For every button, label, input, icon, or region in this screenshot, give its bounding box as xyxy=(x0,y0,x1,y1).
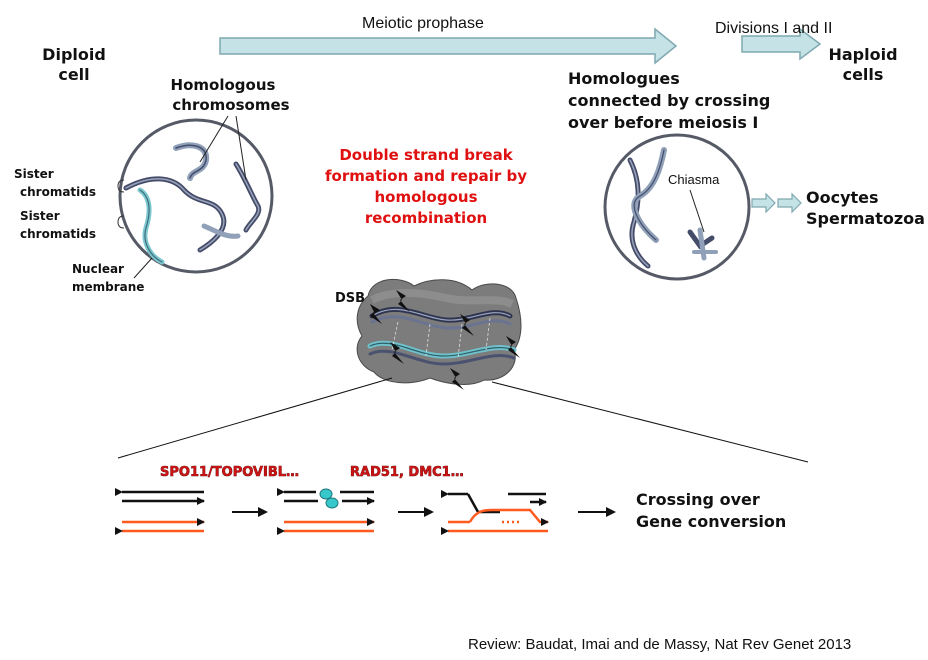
crossing-over-label: Crossing over xyxy=(636,490,760,509)
duplex-stage-2 xyxy=(277,488,375,535)
sister-chromatids-2-line1: Sister xyxy=(20,209,60,223)
homologous-pointer-lines xyxy=(199,115,247,181)
haploid-label-line2: cells xyxy=(843,65,884,84)
dsb-repair-line2: formation and repair by xyxy=(325,167,527,185)
divisions-arrow xyxy=(741,27,822,61)
dsb-repair-line1: Double strand break xyxy=(339,146,513,164)
dsb-label: DSB xyxy=(335,291,365,306)
rad51-label: RAD51, DMC1… xyxy=(350,465,464,480)
chiasma-pointer xyxy=(689,189,705,233)
spermatozoa-label: Spermatozoa xyxy=(806,209,925,228)
dsb-repair-line3: homologous xyxy=(374,188,477,206)
sister-brace-2 xyxy=(117,215,125,229)
nuclear-membrane-line2: membrane xyxy=(72,280,144,294)
duplex-stage-1 xyxy=(115,488,205,535)
gamete-arrow-2 xyxy=(777,192,802,214)
haploid-label-line1: Haploid xyxy=(828,45,897,64)
dsb-chromatin-blob xyxy=(356,278,522,390)
nuclear-membrane-line1: Nuclear xyxy=(72,262,124,276)
gene-conversion-label: Gene conversion xyxy=(636,512,786,531)
sister-brace-1 xyxy=(117,179,125,193)
homologous-label-line1: Homologous xyxy=(171,76,276,94)
nuclear-membrane-pointer xyxy=(133,257,153,279)
prophase-arrow xyxy=(219,27,678,65)
chiasma-nucleus xyxy=(603,133,751,281)
homologues-line1: Homologues xyxy=(568,69,680,88)
sister-chromatids-1-line2: chromatids xyxy=(20,185,96,199)
homologues-line2: connected by crossing xyxy=(568,91,770,110)
zoom-line-left xyxy=(117,377,393,459)
sister-chromatids-2-line2: chromatids xyxy=(20,227,96,241)
spo11-label: SPO11/TOPOVIBL… xyxy=(160,465,299,480)
sister-chromatids-1-line1: Sister xyxy=(14,167,54,181)
homologous-label-line2: chromosomes xyxy=(172,96,289,114)
diploid-nucleus xyxy=(118,118,274,274)
chiasma-label: Chiasma xyxy=(668,172,720,187)
spo11-protein xyxy=(319,488,339,509)
reference-citation: Review: Baudat, Imai and de Massy, Nat R… xyxy=(468,636,851,653)
zoom-line-right xyxy=(491,381,809,463)
diploid-label-line1: Diploid xyxy=(42,45,106,64)
gamete-arrow-1 xyxy=(751,192,776,214)
homologues-line3: over before meiosis I xyxy=(568,113,758,132)
divisions-label: Divisions I and II xyxy=(715,20,832,37)
duplex-stage-3 xyxy=(441,490,549,535)
dsb-repair-line4: recombination xyxy=(365,209,487,227)
homolog-chromosome-2 xyxy=(173,142,262,239)
prophase-label: Meiotic prophase xyxy=(362,15,484,32)
oocytes-label: Oocytes xyxy=(806,188,879,207)
diploid-label-line2: cell xyxy=(58,65,89,84)
